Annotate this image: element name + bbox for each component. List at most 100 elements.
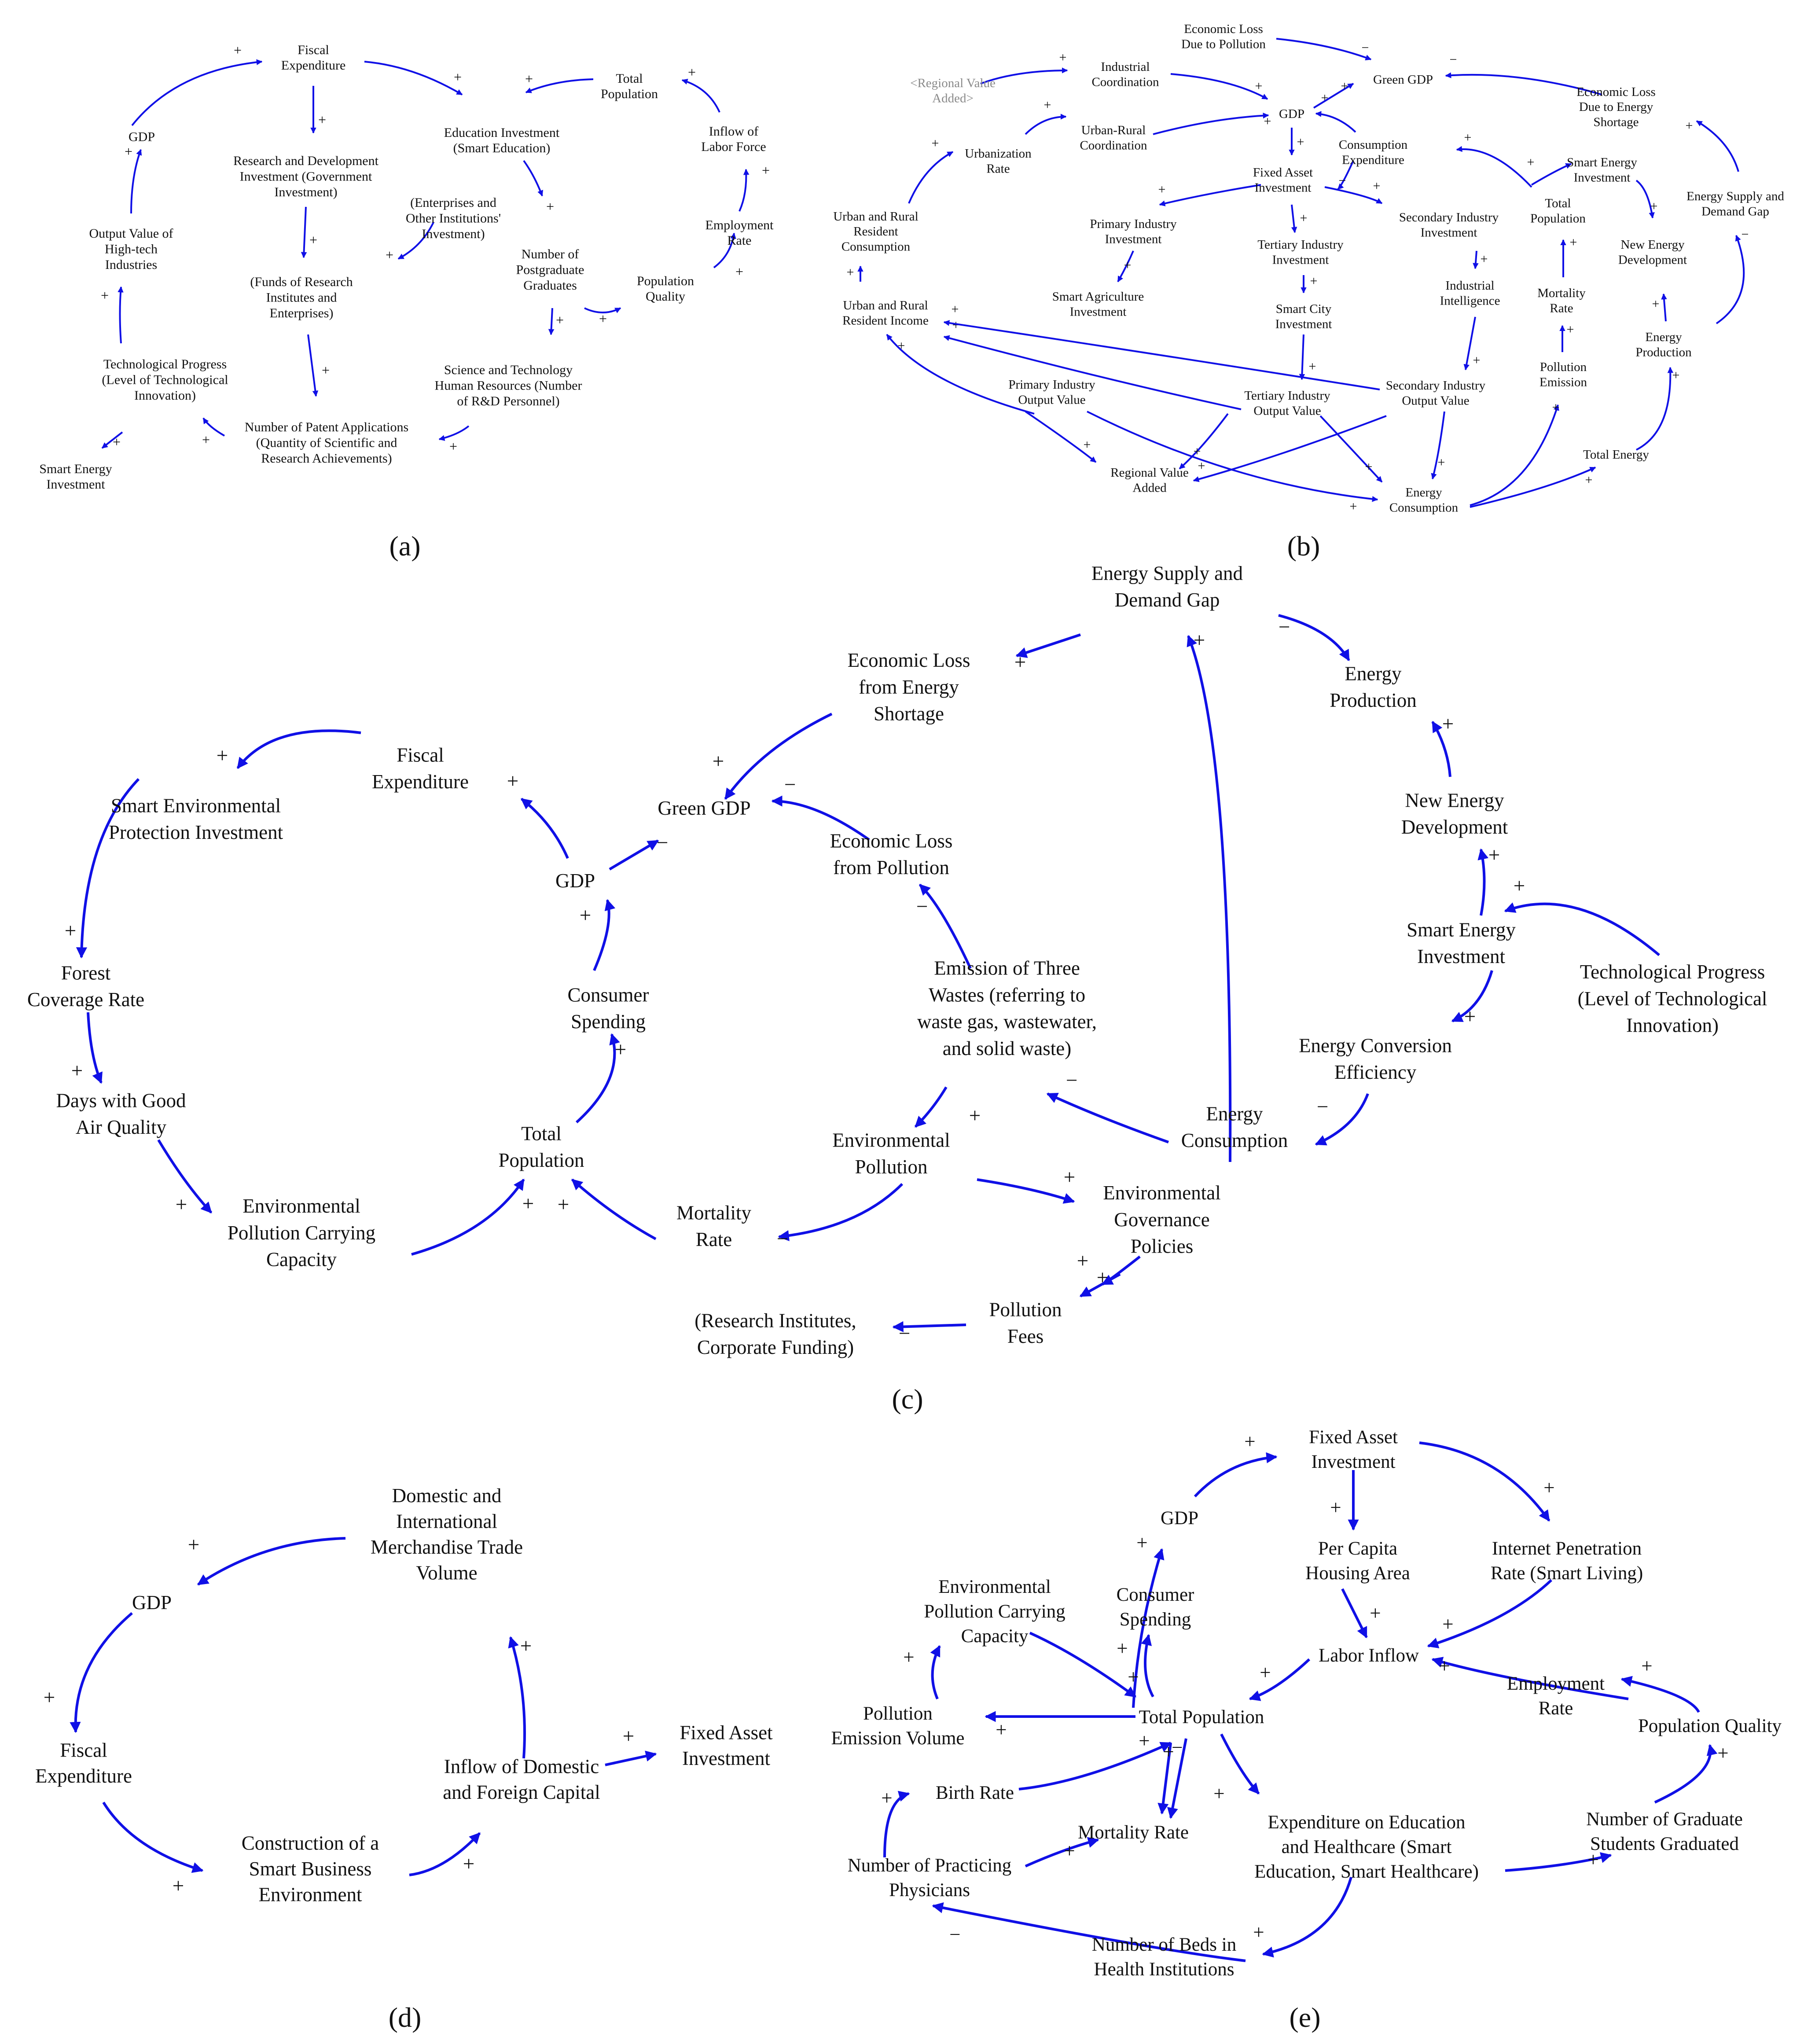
panel-e-variable-line: Spending [1120,1609,1191,1630]
panel-e-variable-mr: Mortality Rate [1078,1822,1189,1843]
panel-e-variable-line: Students Graduated [1590,1834,1739,1854]
panel-a-variable-line: (Level of Technological [102,373,228,387]
panel-e-polarity-sign: + [1330,1496,1341,1518]
panel-c-causal-link [914,1086,948,1128]
panel-e-polarity-sign: − [949,1923,960,1945]
panel-c-polarity-sign: − [1279,616,1290,639]
panel-c-causal-link [1451,970,1493,1022]
panel-c-variable-line: Pollution [989,1298,1062,1320]
panel-b-causal-link [886,334,1035,415]
panel-b-variable-line: Energy [1405,485,1442,500]
panel-b-variable-line: Smart Energy [1567,155,1637,169]
panel-b-variable-line: Shortage [1593,115,1639,129]
panel-e-variable-line: Investment [1311,1452,1395,1472]
panel-e-polarity-sign: − [1172,1736,1183,1758]
panel-b-variable-line: Pollution [1540,360,1587,374]
panel-d-variable-line: Investment [682,1747,770,1769]
panel-b-causal-link [1337,160,1354,190]
panel-b-variable-line: Investment [1574,170,1631,184]
panel-d-polarity-sign: + [44,1686,55,1709]
panel-a-polarity-sign: + [762,162,770,178]
panel-b-variable-line: Investment [1275,317,1332,331]
panel-b-polarity-sign: + [1473,353,1481,368]
panel-c-causal-link [919,883,972,969]
panel-b-variable-line: Rate [1550,301,1573,315]
panel-b-causal-link [1473,250,1479,269]
panel-a-variable-line: Technological Progress [103,357,227,371]
panel-b-polarity-sign: + [1570,235,1577,250]
panel-c-variable-line: New Energy [1405,789,1504,811]
panel-c-variable-line: Forest [61,962,111,984]
panel-b-diagram: −−++++++++++++++++++++++++++++++++++−++−… [833,22,1784,562]
panel-e-variable-line: Pollution Carrying [924,1601,1065,1622]
panel-b-variable-line: Production [1635,345,1692,359]
panel-a-variable-line: Total [616,71,643,86]
panel-c-variable-line: Pollution [855,1156,927,1178]
panel-b-polarity-sign: + [847,265,854,279]
panel-c-variable-ggdp: Green GDP [658,797,750,819]
panel-e-variable-pq: Population Quality [1638,1716,1782,1736]
panel-e-causal-link [1341,1588,1368,1639]
panel-d-polarity-sign: + [188,1533,200,1556]
panel-b-variable-line: Primary Industry [1090,217,1177,231]
panel-a-variable-ei: Education Investment(Smart Education) [444,125,560,155]
panel-a-variable-line: Employment [705,218,774,232]
panel-c-polarity-sign: + [969,1104,981,1127]
panel-b-variable-line: Resident [853,224,898,239]
panel-c-variable-line: Energy [1345,662,1402,684]
panel-b-variable-line: Consumption [841,239,911,254]
panel-a-variable-line: Number of [522,247,579,261]
panel-b-variable-line: Fixed Asset [1253,165,1313,180]
panel-a-polarity-sign: + [525,71,533,87]
panel-c-polarity-sign: + [71,1059,83,1082]
panel-e-variable-line: Number of Practicing [848,1855,1012,1876]
panel-d-variable-line: Domestic and [392,1485,502,1507]
panel-b-causal-link [908,151,954,204]
panel-a-variable-line: GDP [129,130,155,144]
panel-a-causal-link [131,59,263,126]
panel-b-causal-link [980,67,1068,85]
panel-c-variable-line: Governance [1114,1209,1209,1231]
panel-a-variable-line: Research and Development [233,154,379,168]
panel-c-polarity-sign: + [615,1038,627,1061]
panel-a-causal-link [301,206,307,258]
panel-b-variable-line: Rate [986,162,1010,176]
panel-c-causal-link [1431,721,1451,777]
panel-c-variable-line: Shortage [874,703,944,725]
panel-c-polarity-sign: + [522,1192,534,1215]
panel-c-variable-line: Expenditure [372,771,469,793]
panel-a-variable-line: (Quantity of Scientific and [256,436,397,450]
panel-b-causal-link [1635,180,1655,219]
panel-c-variable-line: (Research Institutes, [694,1309,856,1331]
panel-d-polarity-sign: + [463,1853,475,1875]
panel-b-polarity-sign: + [1365,460,1373,474]
panel-c-causal-link [1477,848,1489,916]
panel-c-polarity-sign: + [1194,629,1205,652]
panel-b-causal-link [1661,293,1667,322]
panel-b-causal-link [1696,120,1739,172]
panel-e-variable-br: Birth Rate [936,1783,1014,1803]
panel-a-polarity-sign: + [449,438,457,454]
panel-c-variable-line: from Pollution [833,857,949,879]
panel-d-variable-line: Inflow of Domestic [444,1756,599,1778]
panel-e-variable-line: Number of Graduate [1586,1809,1743,1830]
panel-b-polarity-sign: + [1350,499,1357,514]
panel-b-variable-line: Investment [1421,225,1477,239]
panel-b-variable-line: Energy [1645,330,1682,344]
panel-b-polarity-sign: + [1300,211,1308,225]
panel-e-causal-link [1018,1742,1172,1790]
panel-c-polarity-sign: + [1442,713,1454,735]
